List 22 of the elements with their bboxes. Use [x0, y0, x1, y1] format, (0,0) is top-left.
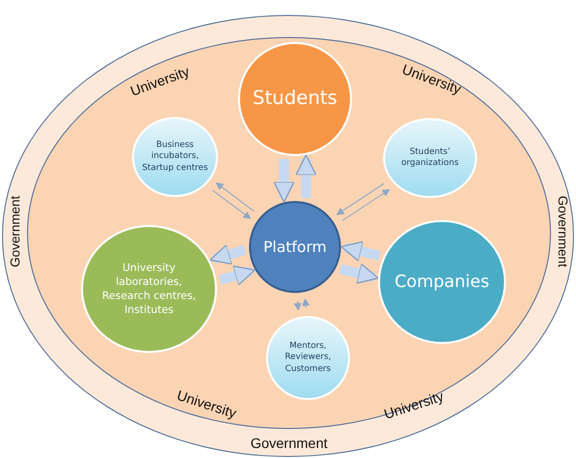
block-arrow: [273, 159, 295, 203]
ring-label: Government: [250, 435, 328, 451]
arrow: [336, 183, 384, 215]
block-arrow: [338, 263, 379, 284]
arrow: [342, 189, 390, 222]
arrow: [212, 190, 251, 219]
block-arrow: [295, 154, 317, 198]
block-arrow: [340, 241, 381, 262]
block-arrow: [209, 244, 246, 265]
node-label: Students’ organizations: [400, 146, 460, 170]
node-label: Students: [252, 86, 338, 112]
node-label: Business incubators, Startup centres: [142, 140, 208, 174]
arrow: [216, 182, 255, 212]
node-label: Mentors, Reviewers, Customers: [284, 340, 332, 376]
ring-label: Government: [556, 196, 570, 268]
arrow: [294, 300, 302, 310]
node-label: Companies: [394, 270, 490, 294]
arrow: [302, 298, 310, 308]
node-label: Platform: [263, 236, 327, 258]
node-label: University laboratories, Research centres, Institutes: [101, 260, 197, 318]
ring-label: Government: [8, 196, 22, 268]
block-arrow: [218, 265, 256, 286]
